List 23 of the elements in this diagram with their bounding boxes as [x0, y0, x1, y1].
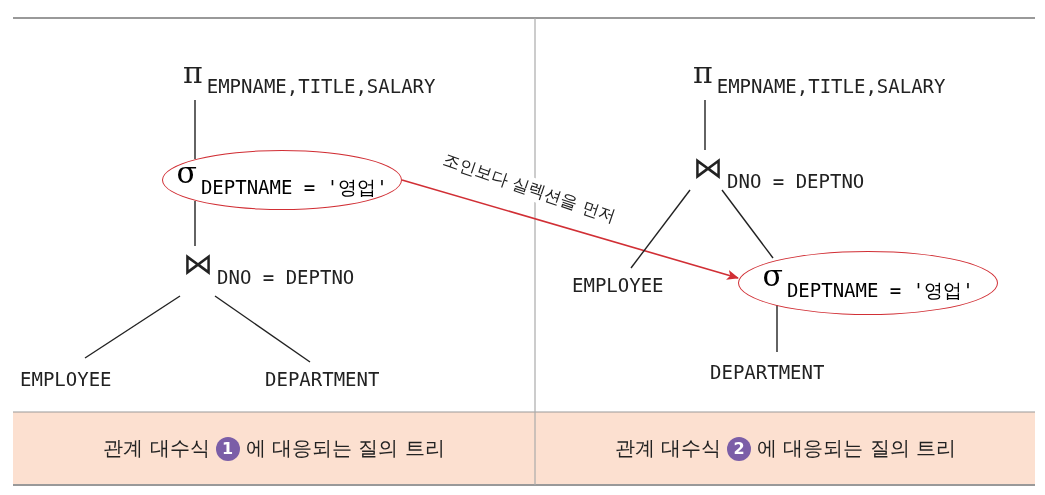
operator-label: π$_{EMPNAME,TITLE,SALARY}$ — [183, 55, 436, 105]
caption-text: 관계 대수식 — [103, 435, 210, 462]
tree-line — [214, 295, 311, 363]
relation-label: EMPLOYEE — [572, 274, 664, 296]
relation-label: EMPLOYEE — [20, 368, 112, 390]
tree-line — [630, 189, 691, 269]
operator-label: σ$_{DEPTNAME = '영업'}$ — [176, 155, 388, 200]
caption-text: 관계 대수식 — [614, 435, 722, 462]
operator-label: π$_{EMPNAME,TITLE,SALARY}$ — [693, 55, 946, 105]
operator-label: ⋈$_{DNO = DEPTNO}$ — [183, 246, 355, 296]
arrow — [401, 179, 739, 280]
tree-line — [776, 304, 778, 353]
tree-line — [194, 99, 196, 160]
relation-label: DEPARTMENT — [710, 361, 825, 383]
tree-line — [721, 189, 774, 259]
caption-text: 에 대응되는 질의 트리 — [757, 435, 957, 462]
tree-line — [194, 200, 196, 247]
tree-line — [84, 295, 181, 359]
relation-label: DEPARTMENT — [265, 368, 380, 390]
operator-label: ⋈$_{DNO = DEPTNO}$ — [693, 150, 865, 200]
operator-label: σ$_{DEPTNAME = '영업'}$ — [762, 258, 974, 303]
caption-text: 에 대응되는 질의 트리 — [245, 435, 445, 462]
tree-line — [704, 99, 706, 151]
